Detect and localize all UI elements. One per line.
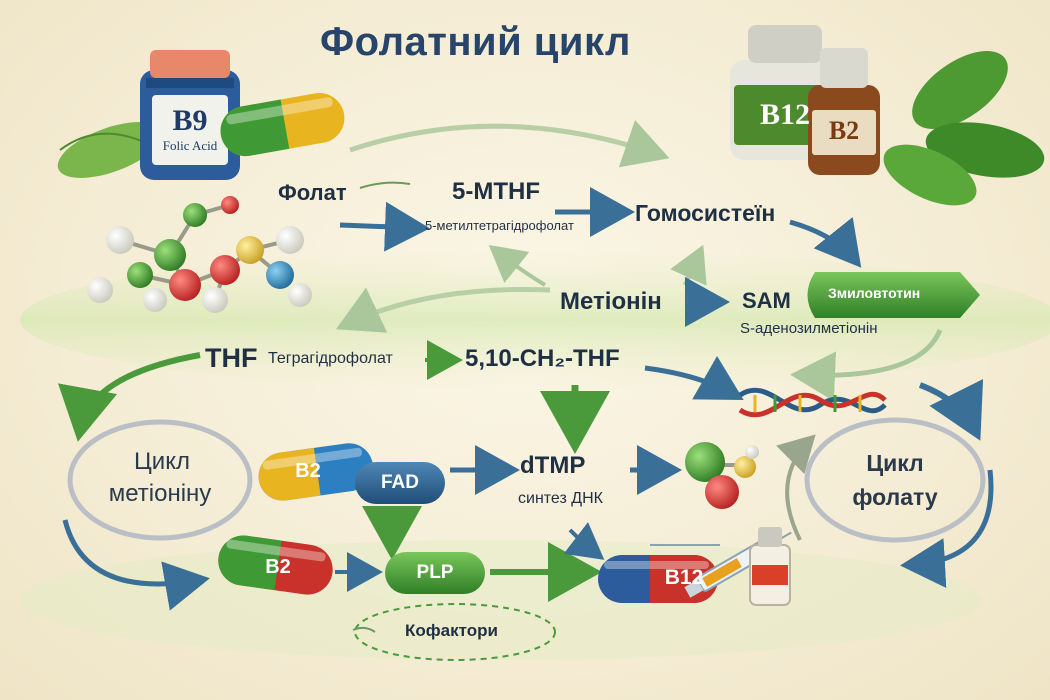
node-dtmp: dTMP [520, 452, 586, 479]
cofactors-squiggle [352, 626, 376, 633]
b9-bottle-sublabel: Folic Acid [162, 138, 218, 153]
folate-cycle-line2: фолату [852, 484, 938, 510]
node-homocysteine: Гомосистеїн [635, 200, 776, 226]
node-mthf-sub: 5-метилтетрагідрофолат [425, 218, 574, 233]
node-folate: Фолат [278, 180, 347, 205]
folate-cycle-ring [804, 417, 986, 543]
folate-cycle-line1: Цикл [866, 450, 924, 476]
cofactors-oval [354, 603, 556, 661]
b2-capsule-upper-icon [258, 443, 373, 501]
plp-pill [385, 552, 485, 594]
arrow-homocysteine-to-methylation [789, 217, 862, 268]
fad-pill [355, 462, 445, 504]
methionine-cycle-ring [67, 419, 253, 541]
folate-squiggle [359, 181, 411, 189]
arrow-ch2thf-to-dna [644, 355, 744, 400]
folate-cycle-arrow [900, 469, 994, 589]
b2-capsule-lower-label: B2 [265, 556, 291, 578]
arrow-methylation-return [790, 328, 943, 402]
page-title: Фолатний цикл [320, 20, 631, 64]
mint-leaves-icon [883, 50, 1045, 206]
b9-bottle-label: B9 [172, 104, 208, 137]
b12-capsule-label: B12 [664, 566, 704, 589]
dna-helix-icon [738, 387, 887, 418]
arrow-folate-to-mthf [339, 201, 430, 252]
arrow-back-to-thf [335, 286, 551, 333]
node-sam-sub: S-аденозилметіонін [740, 320, 878, 337]
node-sam: SAM [742, 288, 791, 313]
arrow-methionine-to-mthf [488, 245, 547, 287]
b2-capsule-upper-label: B2 [295, 460, 321, 482]
b9-green-yellow-capsule-icon [220, 93, 345, 157]
arrow-dna-to-b12 [563, 522, 605, 560]
vial-icon [749, 527, 791, 606]
molecule-model-icon [87, 196, 312, 313]
methionine-cycle-line1: Цикл [134, 448, 190, 475]
node-cofactors: Кофактори [405, 621, 498, 640]
arrow-to-folate-cycle [918, 379, 984, 441]
nucleotide-model-icon [685, 442, 759, 509]
folate-cycle-inner-arrow [776, 434, 816, 541]
node-ch2thf: 5,10-CH₂-THF [465, 345, 620, 372]
node-methylation: Змиловтотин [828, 285, 921, 301]
node-thf-sub: Теграгідрофолат [268, 350, 393, 367]
node-thf: THF [205, 343, 258, 373]
node-dtmp-sub: синтез ДНК [518, 490, 603, 507]
methylation-banner [807, 272, 980, 318]
plp-label: PLP [416, 562, 454, 583]
b2-bottle-label: B2 [828, 116, 860, 145]
arrow-thf-to-methionine-cycle [58, 352, 201, 442]
node-methionine: Метіонін [560, 288, 662, 315]
methionine-cycle-arrow [62, 519, 210, 611]
b12-bottle-label: B12 [759, 98, 810, 131]
b2-bottle-icon [808, 48, 880, 175]
fad-label: FAD [381, 472, 419, 493]
background-glow-bottom [20, 540, 980, 660]
node-mthf: 5-MTHF [452, 178, 540, 205]
arrow-top-arc [349, 119, 670, 168]
methionine-cycle-line2: метіоніну [108, 480, 212, 507]
b2-capsule-lower-icon [218, 535, 333, 595]
b9-bottle-icon [57, 50, 240, 180]
